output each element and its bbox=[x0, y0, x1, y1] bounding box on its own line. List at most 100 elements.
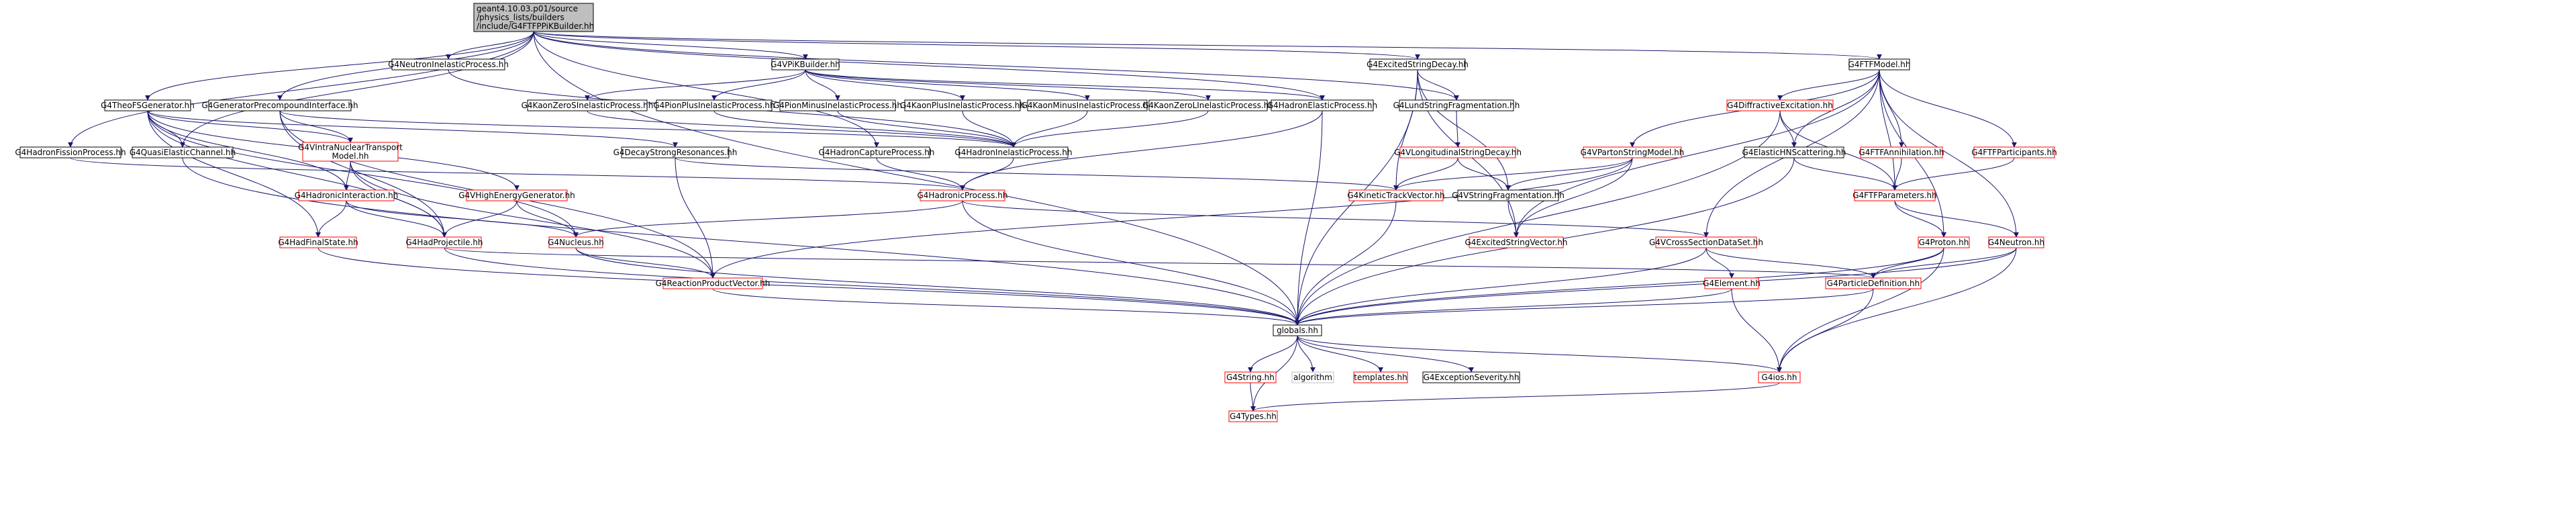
node-G4VLongitudinal[interactable]: G4VLongitudinalStringDecay.hh bbox=[1394, 146, 1522, 158]
node-G4FTFParameters[interactable]: G4FTFParameters.hh bbox=[1852, 189, 1937, 201]
node-G4KineticTrackVector[interactable]: G4KineticTrackVector.hh bbox=[1347, 189, 1445, 201]
node-label: G4Element.hh bbox=[1703, 279, 1761, 288]
node-G4ExcitedStringVector[interactable]: G4ExcitedStringVector.hh bbox=[1465, 236, 1568, 248]
node-G4ParticleDefinition[interactable]: G4ParticleDefinition.hh bbox=[1825, 277, 1922, 289]
node-G4HadronCapture[interactable]: G4HadronCaptureProcess.hh bbox=[819, 146, 935, 158]
node-box bbox=[298, 189, 395, 201]
node-box bbox=[1583, 146, 1682, 158]
node-label: G4KaonZeroLInelasticProcess.hh bbox=[1142, 101, 1274, 110]
node-label: G4VPiKBuilder.hh bbox=[771, 60, 840, 69]
node-G4KaonZeroS[interactable]: G4KaonZeroSInelasticProcess.hh bbox=[522, 99, 654, 111]
node-G4ios[interactable]: G4ios.hh bbox=[1758, 371, 1801, 383]
dependency-edges bbox=[68, 31, 2019, 412]
node-box bbox=[19, 146, 121, 158]
edge-root-to-G4FTFModel bbox=[533, 31, 1882, 60]
node-G4FTFParticipants[interactable]: G4FTFParticipants.hh bbox=[1971, 146, 2057, 158]
node-G4Neutron[interactable]: G4Neutron.hh bbox=[1988, 236, 2044, 248]
node-G4HadronFissionProcess[interactable]: G4HadronFissionProcess.hh bbox=[15, 146, 126, 158]
node-G4GeneratorPrecompound[interactable]: G4GeneratorPrecompoundInterface.hh bbox=[201, 99, 358, 111]
node-G4HadronicInteraction[interactable]: G4HadronicInteraction.hh bbox=[295, 189, 399, 201]
node-box bbox=[1271, 99, 1374, 111]
node-algorithm[interactable]: algorithm bbox=[1291, 371, 1334, 383]
node-G4VStringFragmentation[interactable]: G4VStringFragmentation.hh bbox=[1452, 189, 1565, 201]
node-G4HadronicProcess[interactable]: G4HadronicProcess.hh bbox=[917, 189, 1008, 201]
edge-G4KaonZeroL-to-G4HadronInelastic bbox=[1011, 110, 1209, 148]
node-box bbox=[1027, 99, 1148, 111]
node-G4VPiKBuilder[interactable]: G4VPiKBuilder.hh bbox=[771, 58, 840, 71]
node-label: G4NeutronInelasticProcess.hh bbox=[388, 60, 509, 69]
node-box bbox=[621, 146, 730, 158]
node-label: G4HadProjectile.hh bbox=[405, 238, 483, 247]
node-G4FTFAnnihilation[interactable]: G4FTFAnnihilation.hh bbox=[1859, 146, 1944, 158]
edge-root-to-G4NeutronInelastic bbox=[446, 31, 534, 60]
node-label: G4FTFAnnihilation.hh bbox=[1859, 148, 1944, 157]
node-G4Element[interactable]: G4Element.hh bbox=[1703, 277, 1761, 289]
node-G4NeutronInelastic[interactable]: G4NeutronInelasticProcess.hh bbox=[388, 58, 509, 71]
node-label: /include/G4FTFPPiKBuilder.hh bbox=[477, 21, 594, 31]
node-root[interactable]: geant4.10.03.p01/source/physics_lists/bu… bbox=[473, 3, 594, 32]
node-G4VPartonStringModel[interactable]: G4VPartonStringModel.hh bbox=[1581, 146, 1685, 158]
node-globals[interactable]: globals.hh bbox=[1273, 324, 1322, 336]
node-G4HadProjectile[interactable]: G4HadProjectile.hh bbox=[405, 236, 483, 248]
node-G4PionMinus[interactable]: G4PionMinusInelasticProcess.hh bbox=[773, 99, 902, 111]
edge-G4PionMinus-to-G4HadronInelastic bbox=[837, 110, 1016, 148]
edge-G4VCrossSectionDataSet-to-G4Element bbox=[1705, 247, 1734, 279]
node-G4ExceptionSeverity[interactable]: G4ExceptionSeverity.hh bbox=[1422, 371, 1520, 383]
node-G4HadronInelastic[interactable]: G4HadronInelasticProcess.hh bbox=[954, 146, 1073, 158]
edge-G4VPiKBuilder-to-G4PionPlus bbox=[711, 69, 806, 101]
edge-G4HadronicInteraction-to-G4HadProjectile bbox=[346, 200, 447, 238]
node-box bbox=[1918, 236, 1970, 248]
node-label: G4ExceptionSeverity.hh bbox=[1424, 373, 1520, 382]
node-box bbox=[771, 58, 840, 71]
edge-root-to-globals bbox=[533, 31, 1300, 326]
node-G4HadFinalState[interactable]: G4HadFinalState.hh bbox=[278, 236, 358, 248]
edge-G4TheoFSGenerator-to-G4DecayStrongRes bbox=[147, 110, 678, 148]
node-G4KaonZeroL[interactable]: G4KaonZeroLInelasticProcess.hh bbox=[1142, 99, 1274, 111]
edge-G4VIntraNuclear-to-G4HadProjectile bbox=[350, 160, 447, 238]
node-templates[interactable]: templates.hh bbox=[1353, 371, 1408, 383]
node-G4KaonPlus[interactable]: G4KaonPlusInelasticProcess.hh bbox=[900, 99, 1025, 111]
node-G4DiffractiveExcitation[interactable]: G4DiffractiveExcitation.hh bbox=[1726, 99, 1834, 111]
node-box bbox=[1422, 371, 1520, 383]
node-G4VCrossSectionDataSet[interactable]: G4VCrossSectionDataSet.hh bbox=[1649, 236, 1763, 248]
edge-globals-to-G4ios bbox=[1297, 335, 1782, 373]
edge-root-to-G4HadronFissionProcess bbox=[68, 31, 534, 148]
node-G4ExcitedStringDecay[interactable]: G4ExcitedStringDecay.hh bbox=[1367, 58, 1469, 71]
node-G4TheoFSGenerator[interactable]: G4TheoFSGenerator.hh bbox=[101, 99, 195, 111]
edge-G4VStringFragmentation-to-G4ExcitedStringVector bbox=[1507, 200, 1519, 238]
edge-globals-to-G4String bbox=[1248, 335, 1298, 373]
node-G4ReactionProductVector[interactable]: G4ReactionProductVector.hh bbox=[656, 277, 771, 289]
edge-G4HadronicInteraction-to-G4HadFinalState bbox=[315, 200, 347, 238]
node-G4Types[interactable]: G4Types.hh bbox=[1228, 410, 1278, 422]
node-G4String[interactable]: G4String.hh bbox=[1224, 371, 1277, 383]
node-box bbox=[920, 189, 1005, 201]
edge-G4FTFModel-to-G4ExcitedStringVector bbox=[1514, 69, 1880, 238]
node-G4ElasticHNScattering[interactable]: G4ElasticHNScattering.hh bbox=[1742, 146, 1846, 158]
node-label: G4KineticTrackVector.hh bbox=[1347, 191, 1444, 200]
node-G4QuasiElasticChannel[interactable]: G4QuasiElasticChannel.hh bbox=[130, 146, 236, 158]
node-box bbox=[1399, 146, 1516, 158]
node-G4Proton[interactable]: G4Proton.hh bbox=[1918, 236, 1970, 248]
edge-G4ExcitedStringDecay-to-G4LundString bbox=[1417, 69, 1459, 101]
node-G4VHighEnergyGenerator[interactable]: G4VHighEnergyGenerator.hh bbox=[458, 189, 575, 201]
node-G4PionPlus[interactable]: G4PionPlusInelasticProcess.hh bbox=[653, 99, 775, 111]
node-label: G4TheoFSGenerator.hh bbox=[101, 101, 195, 110]
node-G4DecayStrongRes[interactable]: G4DecayStrongResonances.hh bbox=[613, 146, 738, 158]
node-label: G4Neutron.hh bbox=[1988, 238, 2044, 247]
node-G4Nucleus[interactable]: G4Nucleus.hh bbox=[548, 236, 604, 248]
node-G4KaonMinus[interactable]: G4KaonMinusInelasticProcess.hh bbox=[1022, 99, 1154, 111]
node-G4HadronElastic[interactable]: G4HadronElasticProcess.hh bbox=[1267, 99, 1377, 111]
node-box bbox=[391, 58, 505, 71]
node-label: G4String.hh bbox=[1226, 373, 1275, 382]
node-label: G4ReactionProductVector.hh bbox=[656, 279, 771, 288]
node-label: G4VIntraNuclearTransport bbox=[298, 143, 403, 152]
edge-G4Proton-to-globals bbox=[1295, 247, 1944, 326]
edge-G4HadronicProcess-to-G4VCrossSectionDataSet bbox=[962, 200, 1709, 238]
node-G4LundString[interactable]: G4LundStringFragmentation.hh bbox=[1393, 99, 1520, 111]
edge-G4Neutron-to-G4ParticleDefinition bbox=[1871, 247, 2017, 279]
node-box bbox=[1273, 324, 1322, 336]
node-G4FTFModel[interactable]: G4FTFModel.hh bbox=[1848, 58, 1911, 71]
node-box bbox=[662, 277, 763, 289]
node-label: G4Nucleus.hh bbox=[548, 238, 604, 247]
